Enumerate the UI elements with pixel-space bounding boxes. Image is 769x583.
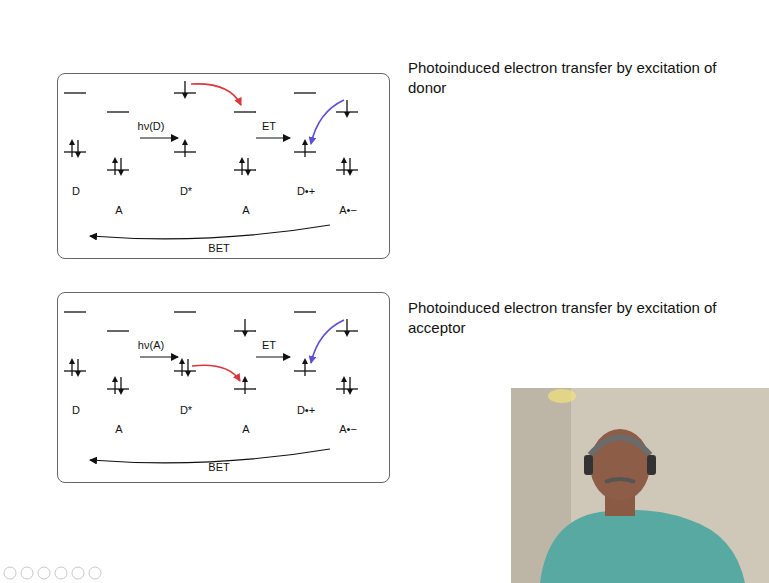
energy-mark	[174, 311, 196, 312]
energy-mark	[114, 379, 115, 394]
energy-mark	[304, 361, 305, 376]
energy-mark	[120, 377, 121, 392]
energy-mark	[349, 158, 350, 173]
step-label: BET	[208, 461, 229, 474]
panel-box: hν(D) ET D A D* A D•+ A•− BET	[57, 73, 390, 259]
energy-mark	[107, 111, 129, 112]
energy-mark	[64, 311, 86, 312]
description-text: Photoinduced electron transfer by excita…	[408, 58, 748, 98]
energy-mark	[71, 361, 72, 376]
species-label: A	[242, 204, 249, 217]
energy-mark	[107, 330, 129, 331]
species-label: A	[242, 423, 249, 436]
energy-mark	[181, 361, 182, 376]
description-text: Photoinduced electron transfer by excita…	[408, 298, 748, 338]
energy-mark	[184, 81, 185, 96]
species-label: D•+	[297, 404, 315, 417]
energy-mark	[64, 370, 86, 371]
species-label: D*	[180, 185, 192, 198]
energy-mark	[294, 311, 316, 312]
energy-mark	[174, 370, 196, 371]
species-label: A•−	[339, 423, 357, 436]
step-label: ET	[262, 120, 276, 133]
species-label: A•−	[339, 204, 357, 217]
energy-mark	[187, 359, 188, 374]
energy-mark	[343, 160, 344, 175]
energy-mark	[336, 388, 358, 389]
energy-mark	[346, 100, 347, 115]
energy-mark	[294, 92, 316, 93]
energy-mark	[343, 379, 344, 394]
energy-mark	[349, 377, 350, 392]
energy-mark	[64, 92, 86, 93]
panel-box: hν(A) ET D A D* A D•+ A•− BET	[57, 292, 390, 483]
species-label: A	[115, 204, 122, 217]
energy-mark	[244, 379, 245, 394]
energy-mark	[64, 151, 86, 152]
photon-label: hν(D)	[138, 120, 165, 133]
energy-mark	[77, 140, 78, 155]
energy-mark	[107, 388, 129, 389]
step-label: BET	[208, 242, 229, 255]
photon-label: hν(A)	[138, 339, 164, 352]
species-label: D	[72, 185, 80, 198]
energy-mark	[336, 169, 358, 170]
energy-mark	[241, 160, 242, 175]
energy-mark	[304, 142, 305, 157]
energy-mark	[71, 142, 72, 157]
energy-mark	[234, 169, 256, 170]
energy-mark	[120, 158, 121, 173]
player-controls	[4, 567, 101, 579]
energy-mark	[247, 158, 248, 173]
energy-mark	[77, 359, 78, 374]
energy-mark	[107, 169, 129, 170]
energy-mark	[346, 319, 347, 334]
species-label: D•+	[297, 185, 315, 198]
step-label: ET	[262, 339, 276, 352]
species-label: A	[115, 423, 122, 436]
video-inset	[511, 388, 769, 583]
energy-mark	[184, 142, 185, 157]
energy-mark	[114, 160, 115, 175]
species-label: D*	[180, 404, 192, 417]
energy-mark	[234, 111, 256, 112]
energy-mark	[244, 319, 245, 334]
species-label: D	[72, 404, 80, 417]
